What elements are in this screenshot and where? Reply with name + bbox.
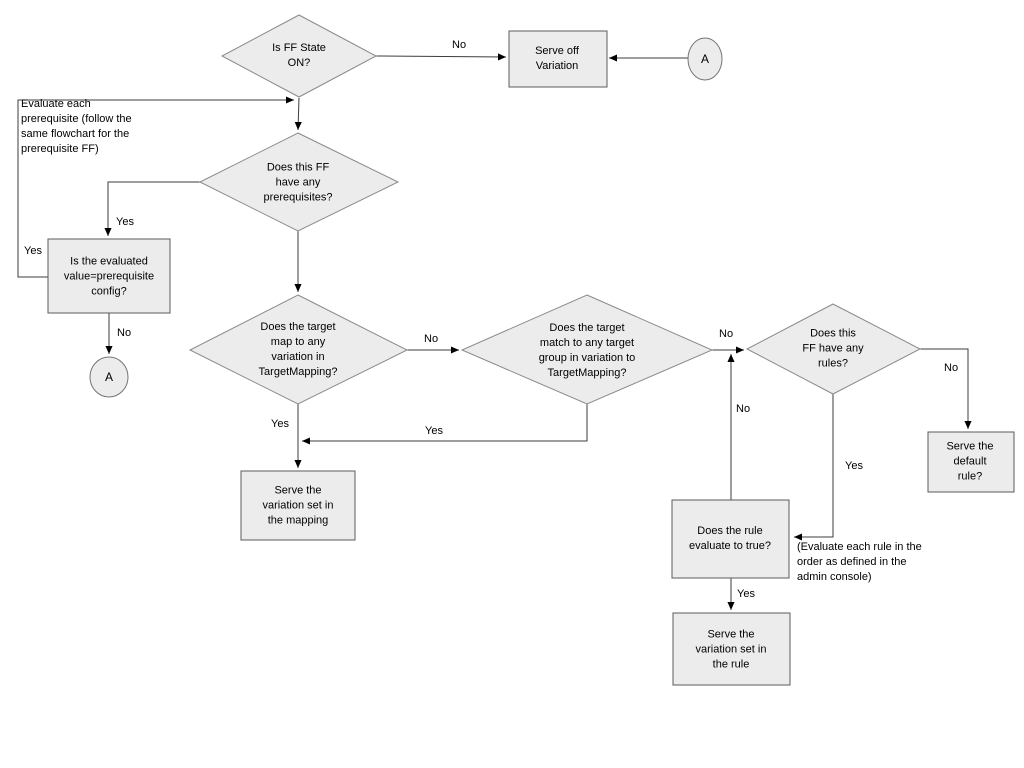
edge-label-group-yes: Yes — [425, 425, 443, 437]
process-serve-mapping-variation-shape — [240, 470, 356, 541]
edge-label-mapping-no: No — [424, 333, 439, 345]
node-shapes — [47, 14, 1015, 686]
connector-a-top-shape — [687, 37, 723, 81]
process-serve-default-rule-label: Serve the default rule? — [946, 440, 994, 483]
process-prerequisite-value-check-shape — [47, 238, 171, 314]
process-serve-rule-variation-shape — [672, 612, 791, 686]
process-rule-evaluates-true-shape — [671, 499, 790, 579]
decision-target-group-label: Does the target match to any target grou… — [538, 322, 636, 379]
edge-hasrules-yes-to-ruleeval — [794, 394, 834, 541]
edge-label-has-rules-yes: Yes — [845, 460, 863, 472]
edge-label-has-rules-no: No — [944, 362, 959, 374]
edge-label-prereq-match-yes: Yes — [24, 245, 42, 257]
decision-has-rules-label: Does this FF have any rules? — [802, 327, 864, 370]
edge-prerequisites-yes-to-prereqcheck — [104, 181, 200, 236]
process-serve-off-variation-shape — [508, 30, 608, 88]
edge-label-has-prereq-yes: Yes — [116, 216, 134, 228]
edge-ffstate-no-to-serveoff — [375, 53, 507, 61]
edges — [17, 53, 972, 610]
decision-has-prerequisites-label: Does this FF have any prerequisites? — [263, 161, 333, 204]
prerequisite-note: Evaluate each prerequisite (follow the s… — [21, 98, 132, 155]
edge-label-rule-eval-yes: Yes — [737, 588, 755, 600]
connector-a-top-label: A — [700, 52, 710, 66]
process-rule-evaluates-true-label: Does the rule evaluate to true? — [689, 525, 771, 552]
decision-has-prerequisites-shape — [198, 132, 400, 232]
edge-label-ff-off-no: No — [452, 39, 467, 51]
process-serve-off-variation-label: Serve off Variation — [535, 45, 579, 72]
process-serve-rule-variation-label: Serve the variation set in the rule — [695, 628, 767, 671]
decision-target-mapping-label: Does the target map to any variation in … — [258, 321, 338, 378]
edge-label-group-no: No — [719, 328, 734, 340]
decision-target-group-shape — [460, 294, 714, 405]
decision-is-ff-state-on-shape — [220, 14, 378, 98]
decision-target-mapping-shape — [188, 294, 409, 405]
edge-ffstate-to-prerequisites — [294, 97, 302, 131]
process-serve-default-rule-shape — [927, 431, 1015, 493]
decision-has-rules-shape — [745, 303, 922, 395]
connector-a-left-label: A — [104, 370, 114, 384]
edge-hasrules-no-to-servedefault — [920, 348, 972, 429]
decision-is-ff-state-on-label: Is FF State ON? — [272, 42, 326, 69]
connector-a-left-shape — [89, 356, 129, 398]
edge-label-prereq-match-no: No — [117, 327, 132, 339]
process-prerequisite-value-check-label: Is the evaluated value=prerequisite conf… — [63, 255, 155, 298]
process-serve-mapping-variation-label: Serve the variation set in the mapping — [262, 484, 334, 527]
edge-prereqcheck-yes-loop — [17, 96, 294, 278]
rule-order-note: (Evaluate each rule in the order as defi… — [797, 541, 922, 583]
edge-targetgroup-yes-to-mapping — [302, 404, 588, 445]
edge-label-mapping-yes: Yes — [271, 418, 289, 430]
edge-label-rule-eval-no: No — [736, 403, 751, 415]
